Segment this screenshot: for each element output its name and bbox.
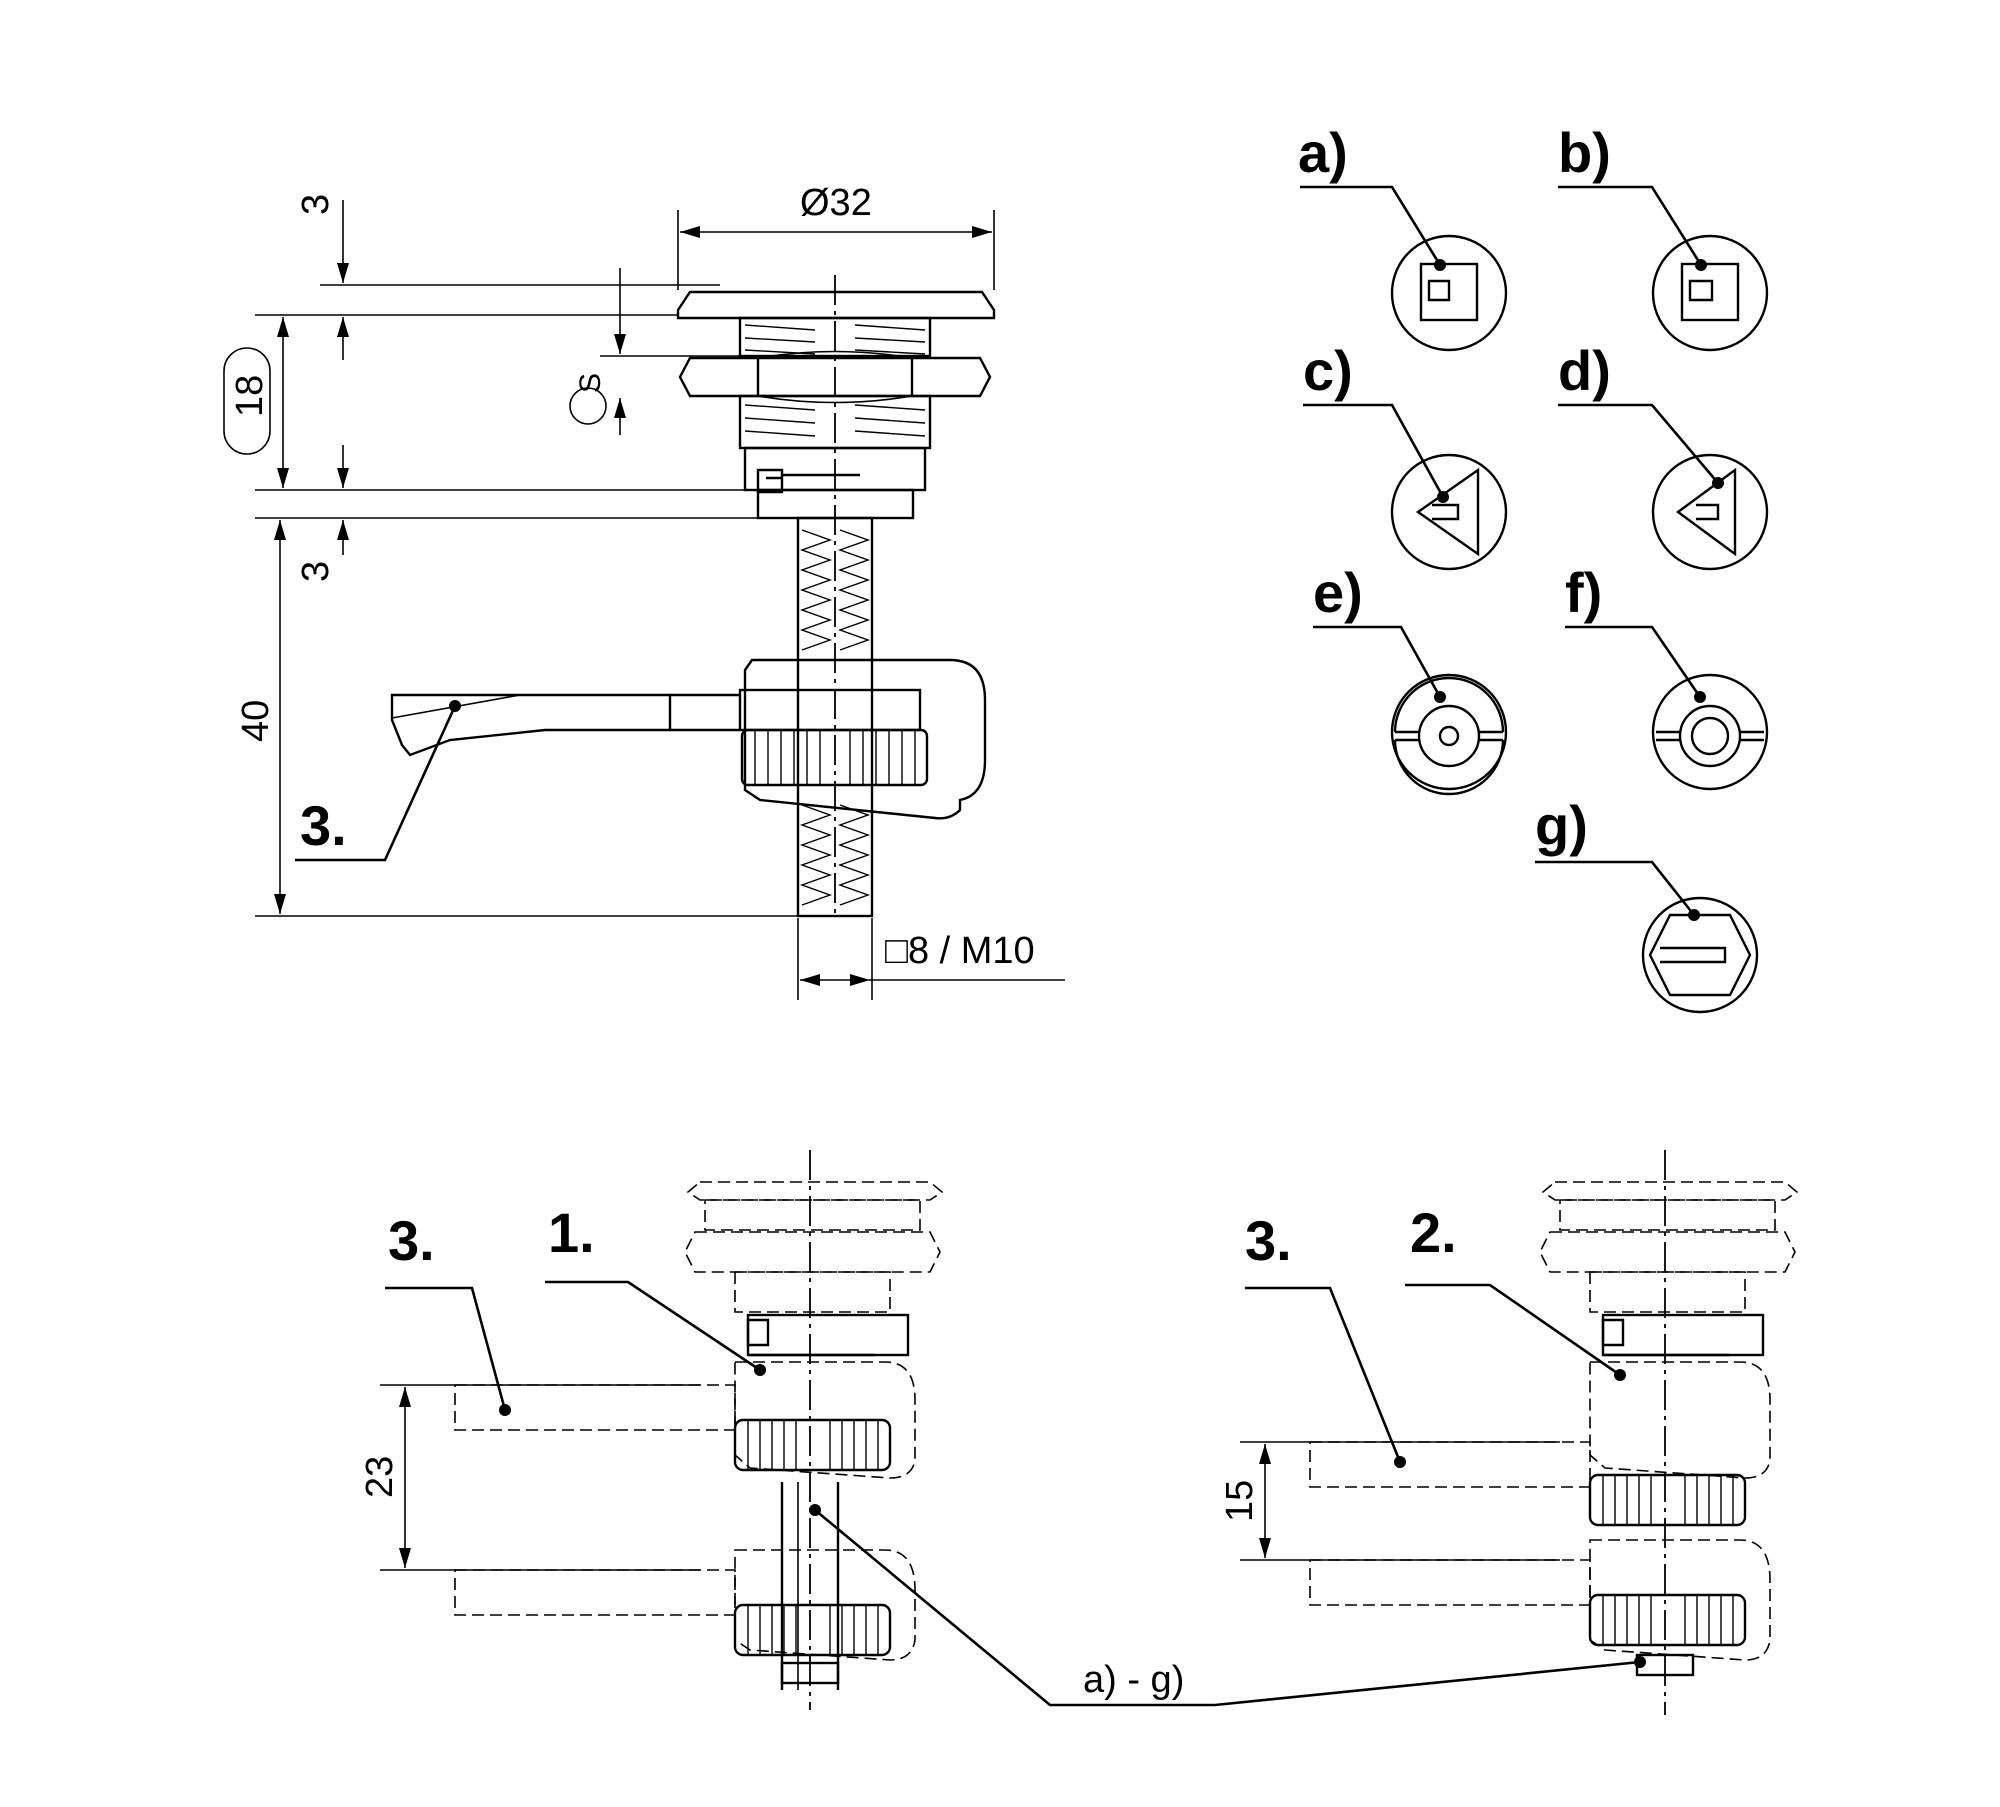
retaining-clip bbox=[756, 468, 784, 494]
square-shaft bbox=[796, 516, 874, 918]
hex-nut bbox=[678, 356, 992, 398]
main-cam-lock-view: 3. bbox=[295, 275, 996, 918]
shaft-thread-marks bbox=[799, 529, 871, 906]
callout-insert-range: a) - g) bbox=[1083, 1659, 1184, 1701]
main-dimensions: Ø32 3 18 3 40 bbox=[223, 182, 1065, 1000]
cam-bracket bbox=[743, 658, 987, 820]
upper-thread-marks bbox=[744, 324, 926, 355]
insert-label-f: f) bbox=[1565, 561, 1602, 624]
dim-head-height: 3 bbox=[295, 194, 337, 215]
bottom-left-assembly: 23 3. 1. bbox=[359, 1150, 944, 1710]
knurl-marks bbox=[754, 730, 916, 785]
key-insert-g: g) bbox=[1535, 794, 1759, 1014]
bottom-right-assembly: 15 3. 2. bbox=[1219, 1150, 1799, 1715]
key-insert-b: b) bbox=[1558, 121, 1769, 352]
callout-version-1: 1. bbox=[548, 1201, 595, 1264]
dim-spacer: 3 bbox=[295, 561, 337, 582]
dim-head-diameter: Ø32 bbox=[800, 182, 872, 224]
cam-arm bbox=[390, 693, 672, 757]
dim-body-length: 18 bbox=[229, 375, 271, 417]
dim-shaft-profile: □8 / M10 bbox=[885, 930, 1035, 972]
key-insert-a: a) bbox=[1298, 121, 1508, 352]
callout-cam: 3. bbox=[300, 794, 347, 857]
insert-label-a: a) bbox=[1298, 121, 1348, 184]
insert-label-g: g) bbox=[1535, 794, 1588, 857]
insert-label-b: b) bbox=[1558, 121, 1611, 184]
key-insert-d: d) bbox=[1558, 339, 1769, 571]
nut-symbol-circle bbox=[569, 387, 607, 425]
key-insert-c: c) bbox=[1303, 339, 1508, 571]
dim-nut-symbol: S bbox=[574, 373, 607, 393]
insert-range-callout: a) - g) bbox=[809, 1504, 1646, 1707]
callout-leader-cam bbox=[295, 705, 457, 862]
dim-setting-step-2: 15 bbox=[1219, 1480, 1261, 1522]
dim-setting-step-1: 23 bbox=[359, 1456, 401, 1498]
callout-cam-bottom-left: 3. bbox=[388, 1209, 435, 1272]
insert-label-c: c) bbox=[1303, 339, 1353, 402]
lock-head bbox=[676, 290, 996, 320]
callout-version-2: 2. bbox=[1410, 1201, 1457, 1264]
insert-label-d: d) bbox=[1558, 339, 1611, 402]
key-insert-f: f) bbox=[1565, 561, 1769, 791]
key-insert-e: e) bbox=[1313, 561, 1508, 796]
cam-plate bbox=[738, 688, 922, 732]
upper-thread-body bbox=[738, 316, 932, 358]
insert-label-e: e) bbox=[1313, 561, 1363, 624]
dim-body-frame bbox=[223, 347, 271, 455]
knurled-nut bbox=[740, 728, 929, 787]
dim-shaft-length: 40 bbox=[235, 700, 277, 742]
callout-cam-bottom-right: 3. bbox=[1245, 1209, 1292, 1272]
